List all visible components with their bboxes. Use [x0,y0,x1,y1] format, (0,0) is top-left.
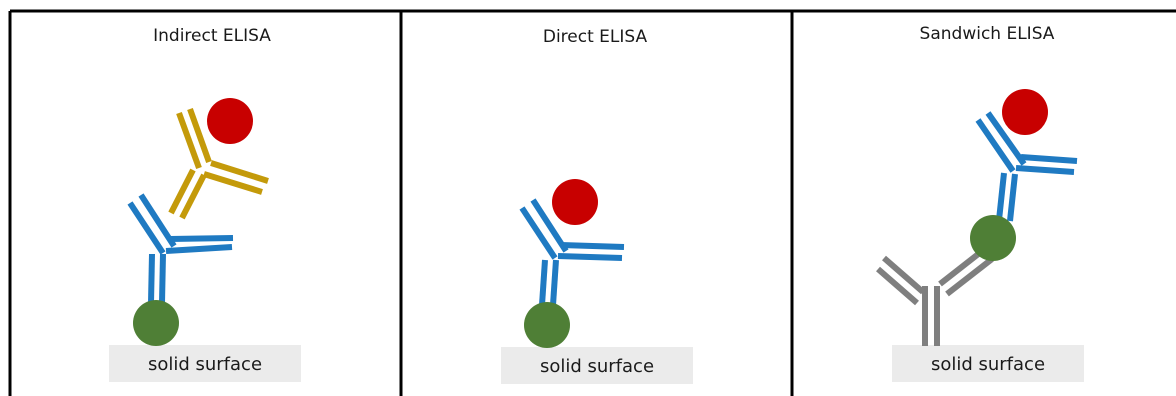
antibody-right-arm-inner [165,244,233,254]
solid-surface [109,345,301,382]
antibody-left-arm-outer [530,198,569,253]
panel-direct-elisa: Direct ELISA solid surface [501,27,693,384]
panel-title: Indirect ELISA [153,26,271,46]
antibody-stem-left [996,172,1007,221]
antibody-left-arm-outer [985,111,1027,166]
secondary-antibody [168,107,269,220]
panel-title: Direct ELISA [543,27,648,47]
antibody-right-arm-inner [557,253,623,261]
antibody-stem-right [159,253,166,304]
detection-antibody [975,111,1078,222]
antibody-stem-right [1007,173,1018,222]
antibody-right-arm-outer [1020,154,1078,164]
solid-surface [892,345,1084,382]
panel-sandwich-elisa: Sandwich ELISA solid surface [876,24,1084,382]
antibody-right-arm-outer [945,256,994,297]
antibody-right-arm-outer [560,242,625,250]
enzyme-circle [207,98,253,144]
antibody-left-arm-inner [176,111,202,170]
antibody-left-arm-outer [138,193,177,248]
antibody-left-arm-inner [127,201,166,255]
labeled-antibody [519,198,625,306]
panel-indirect-elisa: Indirect ELISA solid surface [109,26,301,382]
antibody-stem-left [168,168,196,215]
antibody-left-arm-inner [882,255,925,295]
antibody-right-arm-outer [169,235,234,242]
antibody-stem-right [179,173,207,220]
antibody-right-arm-outer [210,160,269,184]
antibody-right-arm-inner [1015,165,1075,175]
frame [8,9,1176,396]
solid-surface [501,347,693,384]
capture-antibody [876,245,994,346]
antibody-stem-left [148,253,155,304]
solid-surface-label: solid surface [148,354,262,375]
antibody-left-arm-outer [876,266,919,306]
antigen-circle [133,300,179,346]
panel-title: Sandwich ELISA [920,24,1055,44]
antibody-stem-left [539,259,548,306]
antigen-circle [524,302,570,348]
antigen-circle [970,215,1016,261]
antibody-stem-right [550,259,559,306]
enzyme-circle [1002,89,1048,135]
antibody-right-arm-inner [203,171,263,195]
solid-surface-label: solid surface [540,356,654,377]
primary-antibody [127,193,234,304]
solid-surface-label: solid surface [931,354,1045,375]
antibody-left-arm-outer [187,107,212,164]
enzyme-circle [552,179,598,225]
antibody-left-arm-inner [519,206,558,260]
antibody-left-arm-inner [975,118,1016,173]
